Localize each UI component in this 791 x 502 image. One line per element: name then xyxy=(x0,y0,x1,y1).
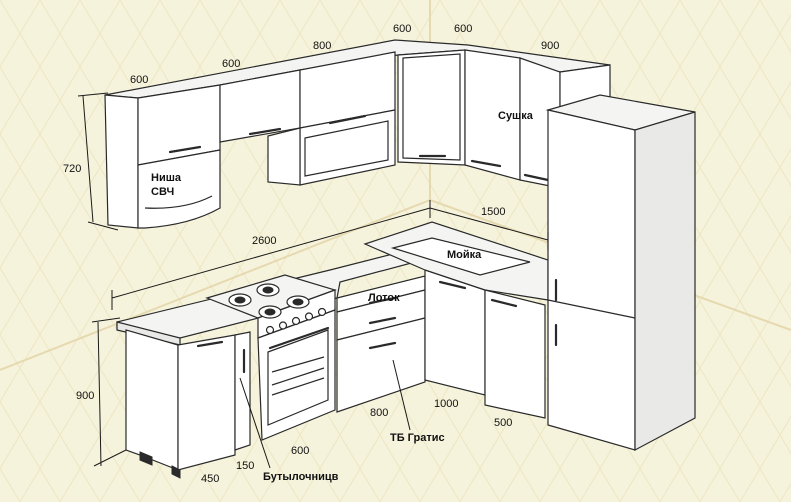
dim-upper-5: 600 xyxy=(454,23,472,35)
label-dryer: Сушка xyxy=(498,110,534,122)
dim-run-short: 1500 xyxy=(481,206,505,218)
knob-icon xyxy=(317,307,327,317)
upper-cabinets xyxy=(104,39,611,229)
dim-bottle-rack: 150 xyxy=(236,460,254,472)
dim-base-depth: 450 xyxy=(201,473,219,485)
dim-corner: 1000 xyxy=(434,398,458,410)
dim-drawers: 800 xyxy=(370,407,388,419)
dim-base-height: 900 xyxy=(76,390,94,402)
dim-run-long: 2600 xyxy=(252,235,276,247)
knob-icon xyxy=(278,321,288,330)
dim-upper-2: 600 xyxy=(222,58,240,70)
dim-upper-4: 600 xyxy=(393,23,411,35)
label-sink: Мойка xyxy=(447,249,482,261)
leader-arrows xyxy=(239,359,411,469)
dim-upper-1: 600 xyxy=(130,74,148,86)
knob-icon xyxy=(265,325,275,335)
dim-upper-6: 900 xyxy=(541,40,559,52)
label-dishwasher: ТБ Гратис xyxy=(390,432,445,444)
dim-stove: 600 xyxy=(291,445,309,457)
oven-racks xyxy=(271,356,325,396)
label-microwave-niche-2: СВЧ xyxy=(151,186,174,198)
dim-upper-height: 720 xyxy=(63,163,81,175)
knob-icon xyxy=(291,316,301,326)
dim-dishwasher: 500 xyxy=(494,417,512,429)
label-microwave-niche-1: Ниша xyxy=(151,172,182,184)
dim-upper-3: 800 xyxy=(313,40,331,52)
base-cabinets xyxy=(116,94,696,479)
dimension-labels: 600 600 800 600 600 900 720 900 2600 150… xyxy=(63,23,559,485)
item-labels: Ниша СВЧ Сушка Мойка Лоток ТБ Гратис Бут… xyxy=(151,110,534,483)
dimension-lines xyxy=(77,92,549,467)
label-tray: Лоток xyxy=(368,292,400,304)
knob-icon xyxy=(304,312,314,321)
label-bottle-rack: Бутылочницв xyxy=(263,471,339,483)
